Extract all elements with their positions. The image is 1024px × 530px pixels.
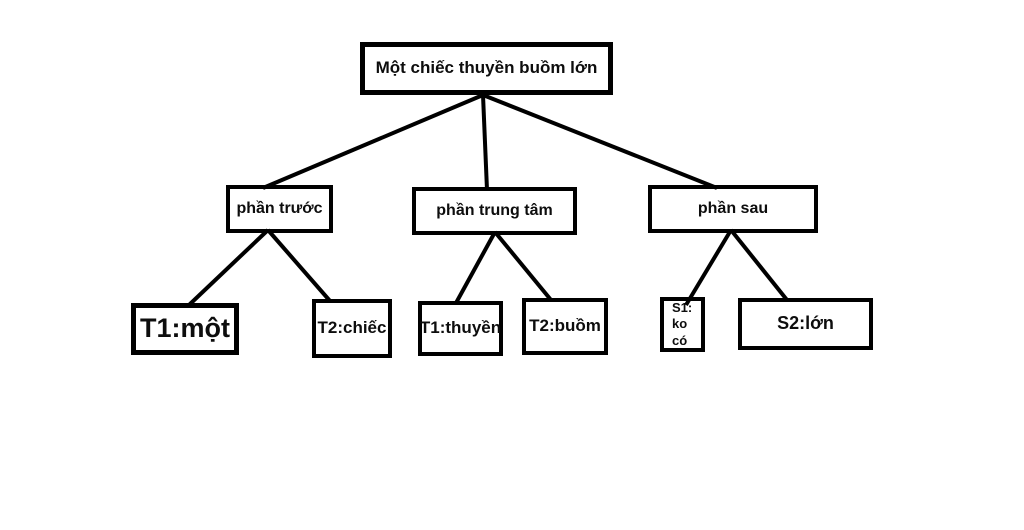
edge-root-center [481, 94, 489, 191]
node-t2-chiec: T2:chiếc [312, 299, 392, 358]
node-t1-mot: T1:một [131, 303, 239, 355]
edge-center-t1 [454, 231, 497, 304]
edge-rear-s1 [684, 228, 733, 307]
node-root: Một chiếc thuyền buồm lớn [360, 42, 613, 95]
node-s1-ko-co: S1: ko có [660, 297, 705, 352]
node-phan-truoc: phần trước [226, 185, 333, 233]
edge-center-t2 [493, 230, 553, 302]
edge-front-t2 [266, 228, 332, 303]
edge-rear-s2 [729, 228, 789, 302]
edge-root-front [262, 93, 484, 190]
node-s2-lon: S2:lớn [738, 298, 873, 350]
edge-front-t1 [187, 228, 270, 307]
node-t2-buom: T2:buồm [522, 298, 608, 355]
edge-root-rear [482, 93, 718, 190]
node-phan-sau: phần sau [648, 185, 818, 233]
node-t1-thuyen: T1:thuyền [418, 301, 503, 356]
node-phan-trung-tam: phần trung tâm [412, 187, 577, 235]
